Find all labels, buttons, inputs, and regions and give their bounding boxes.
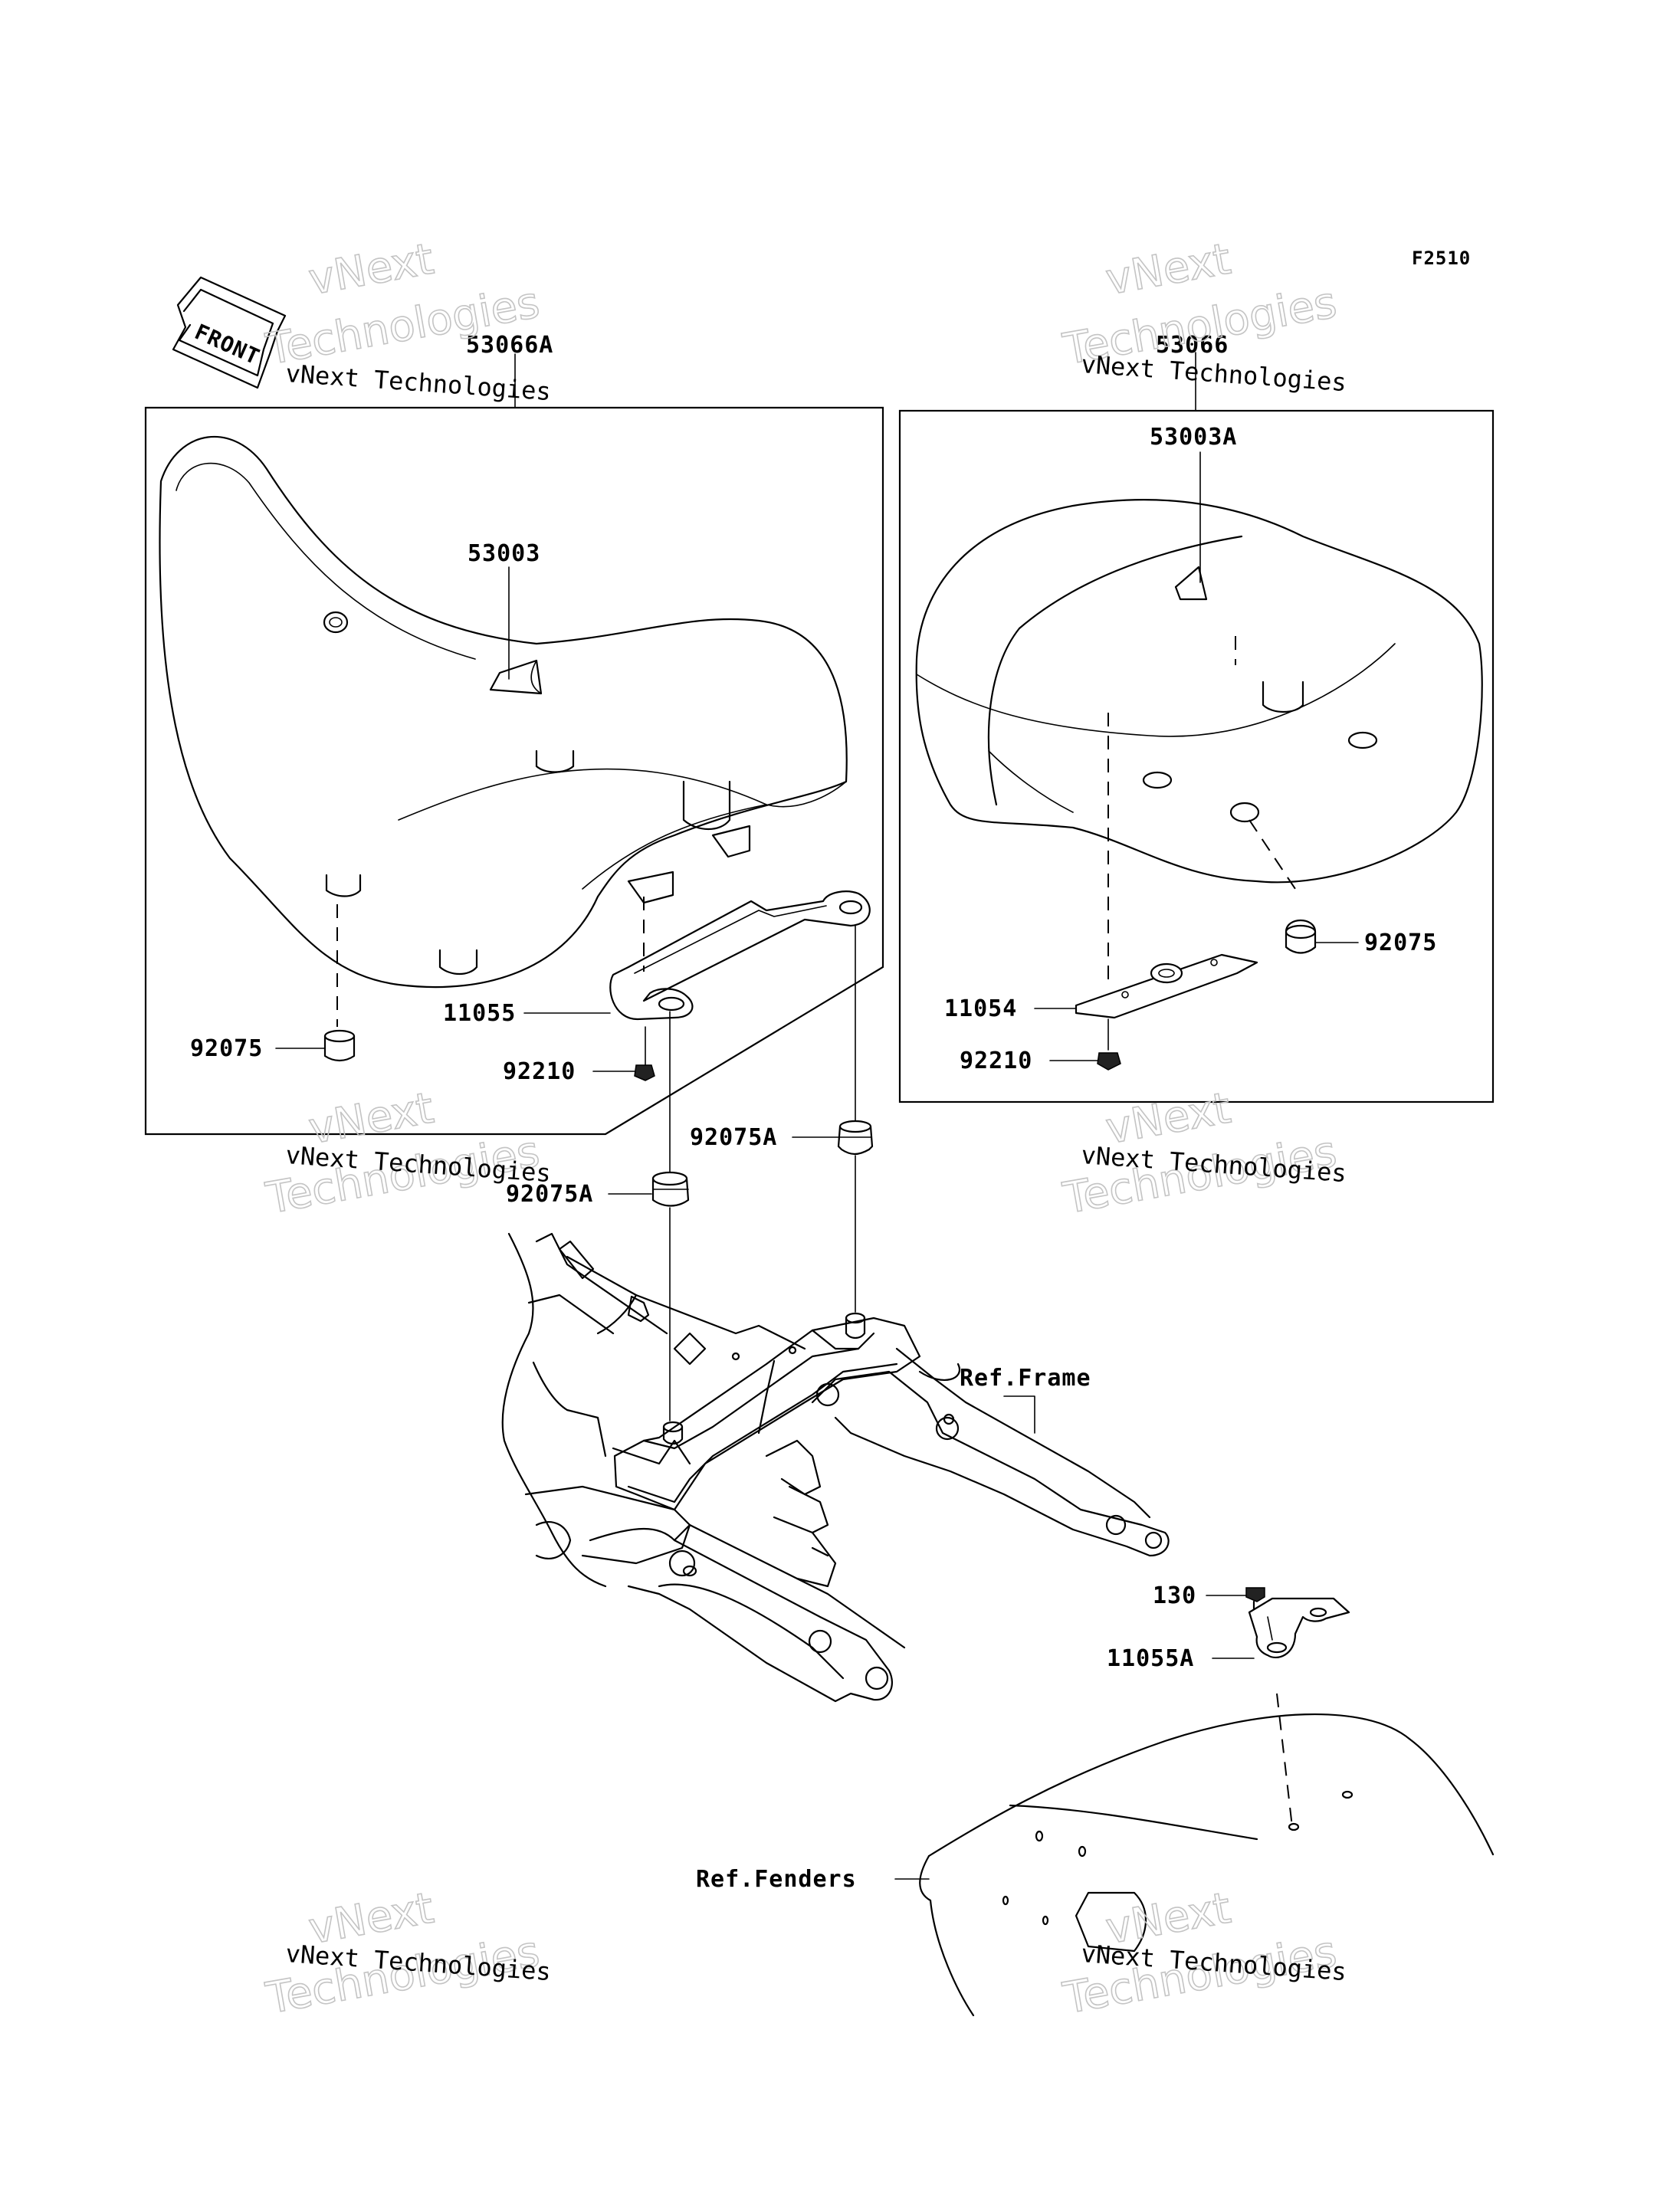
label-53003A: 53003A	[1150, 424, 1237, 451]
bracket-11055	[609, 890, 871, 1021]
frame	[501, 1232, 1170, 1703]
left-seat-group-box	[144, 406, 884, 1136]
label-53066A: 53066A	[466, 332, 553, 359]
label-11054: 11054	[944, 995, 1017, 1022]
watermark-text-1: vNext Technologies	[284, 359, 552, 406]
nut-92210-left	[634, 1064, 655, 1081]
diagram-code: F2510	[1412, 248, 1471, 269]
grommet-92075A-left	[651, 1171, 690, 1207]
label-53066: 53066	[1156, 332, 1229, 359]
dash-92075-right	[1249, 819, 1296, 890]
svg-text:vNext: vNext	[1102, 234, 1234, 305]
leader-ref-frame	[1003, 1395, 1035, 1434]
front-arrow-icon: FRONT	[172, 276, 287, 389]
rubber-cushion-92075-left	[323, 1029, 356, 1062]
label-92075-right: 92075	[1364, 930, 1437, 956]
label-11055A: 11055A	[1107, 1645, 1194, 1672]
label-53003: 53003	[468, 540, 540, 567]
bracket-11055A	[1248, 1597, 1350, 1659]
label-92075-left: 92075	[190, 1035, 263, 1062]
label-92210-right: 92210	[960, 1048, 1032, 1074]
label-11055: 11055	[443, 1000, 516, 1027]
rubber-cushion-92075-right	[1285, 920, 1317, 954]
label-ref-fenders: Ref.Fenders	[696, 1866, 857, 1893]
label-130: 130	[1153, 1582, 1196, 1609]
bracket-11054	[1075, 953, 1258, 1019]
label-ref-frame: Ref.Frame	[960, 1365, 1091, 1392]
label-92075A-right: 92075A	[690, 1124, 777, 1151]
dash-11055A-to-fender	[1276, 1693, 1293, 1828]
front-seat	[159, 435, 848, 989]
grommet-92075A-right	[837, 1120, 874, 1156]
rear-fender	[919, 1713, 1495, 2017]
nut-92210-right	[1097, 1052, 1121, 1071]
label-92075A-left: 92075A	[506, 1181, 593, 1208]
label-92210-left: 92210	[503, 1058, 576, 1085]
svg-text:vNext: vNext	[305, 234, 437, 305]
right-seat-group-box	[898, 409, 1495, 1103]
rear-seat	[915, 499, 1483, 884]
